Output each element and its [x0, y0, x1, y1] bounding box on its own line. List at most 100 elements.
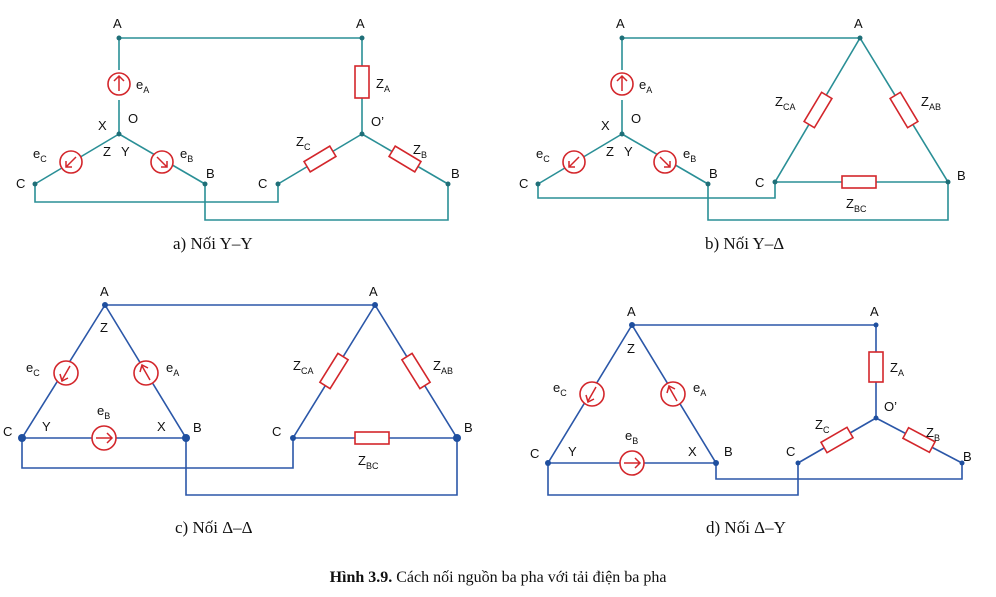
node-label: B: [963, 449, 972, 464]
impedance-zca: [803, 91, 833, 129]
caption-b: b) Nối Y–Δ: [705, 234, 784, 253]
node-label: A: [870, 304, 879, 319]
source-ea-icon: [133, 360, 159, 386]
node-label: O: [631, 111, 641, 126]
node-label: Z: [627, 341, 635, 356]
node-label: O’: [371, 114, 384, 129]
node-label: Y: [568, 444, 577, 459]
impedance-zab: [889, 91, 919, 129]
caption-c: c) Nối Δ–Δ: [175, 518, 253, 537]
source-ec-icon: [579, 381, 605, 407]
label-eb: eB: [97, 403, 110, 421]
panel-a: A A X O O’ Z Y C C B B eA eC eB ZA ZC ZB…: [16, 16, 460, 253]
node-label: B: [957, 168, 966, 183]
node-label: B: [724, 444, 733, 459]
impedance-zbc: [841, 175, 877, 189]
label-zbc: ZBC: [358, 453, 379, 471]
label-zca: ZCA: [775, 94, 795, 112]
label-eb: eB: [683, 146, 696, 164]
label-eb: eB: [180, 146, 193, 164]
impedance-zc: [302, 145, 338, 173]
source-ea-icon: [107, 72, 131, 96]
line-a-phase-a: [119, 37, 363, 66]
node-label: O: [128, 111, 138, 126]
node-label: Y: [121, 144, 130, 159]
label-zb: ZB: [413, 142, 427, 160]
source-eb-icon: [653, 150, 677, 174]
caption-a: a) Nối Y–Y: [173, 234, 253, 253]
panel-c: A A Z C Y X B C B eC eA eB ZCA ZAB ZBC c…: [3, 284, 473, 537]
node-label: B: [193, 420, 202, 435]
figure-caption: Hình 3.9. Cách nối nguồn ba pha với tải …: [330, 569, 667, 586]
source-ec-icon: [53, 360, 79, 386]
impedance-zb: [901, 426, 937, 454]
node-label: Z: [606, 144, 614, 159]
line-d-phase-a: [632, 324, 877, 352]
label-ec: eC: [553, 380, 567, 398]
label-zc: ZC: [296, 134, 311, 152]
line-a-phase-b: [204, 184, 449, 221]
line-b-phase-c: [537, 182, 776, 199]
node-label: C: [755, 175, 764, 190]
label-zbc: ZBC: [846, 196, 867, 214]
label-ea: eA: [166, 360, 179, 378]
node-label: B: [709, 166, 718, 181]
node-label: C: [3, 424, 12, 439]
node-label: C: [519, 176, 528, 191]
node-label: X: [688, 444, 697, 459]
node-label: C: [786, 444, 795, 459]
node-label: A: [854, 16, 863, 31]
impedance-zbc: [354, 431, 390, 445]
source-ec-icon: [562, 150, 586, 174]
label-zc: ZC: [815, 417, 830, 435]
source-ec-icon: [59, 150, 83, 174]
label-eb: eB: [625, 428, 638, 446]
panel-b: A A X O Z Y C C B B eA eC eB ZCA ZAB ZBC…: [519, 16, 966, 253]
source-ea-icon: [610, 72, 634, 96]
label-ea: eA: [136, 77, 149, 95]
label-zab: ZAB: [921, 94, 941, 112]
node-label: B: [451, 166, 460, 181]
node-label: B: [464, 420, 473, 435]
source-ea-icon: [660, 381, 686, 407]
node-label: C: [258, 176, 267, 191]
impedance-za: [354, 65, 370, 99]
impedance-zb: [387, 145, 423, 173]
label-zb: ZB: [926, 425, 940, 443]
node-label: Z: [103, 144, 111, 159]
line-c-phase-b: [185, 438, 458, 496]
node-label: X: [157, 419, 166, 434]
delta-load-b: [773, 36, 950, 183]
node-label: Y: [42, 419, 51, 434]
impedance-zab: [400, 352, 432, 390]
node-label: O’: [884, 399, 897, 414]
node-label: A: [627, 304, 636, 319]
node-label: Y: [624, 144, 633, 159]
line-c-phase-c: [21, 438, 294, 469]
line-b-phase-b: [707, 182, 949, 221]
line-d-phase-b: [715, 463, 963, 480]
node-label: A: [356, 16, 365, 31]
node-label: A: [113, 16, 122, 31]
node-label: Z: [100, 320, 108, 335]
impedance-zca: [318, 352, 350, 390]
label-ea: eA: [639, 77, 652, 95]
node-label: C: [16, 176, 25, 191]
source-eb-icon: [91, 425, 117, 451]
node-label: A: [100, 284, 109, 299]
node-label: X: [601, 118, 610, 133]
source-eb-icon: [150, 150, 174, 174]
node-label: C: [272, 424, 281, 439]
panel-d: A A Z C Y X B C B O’ eC eA eB ZA ZC ZB d…: [530, 304, 972, 537]
node-label: X: [98, 118, 107, 133]
label-za: ZA: [376, 76, 390, 94]
caption-d: d) Nối Δ–Y: [706, 518, 786, 537]
node-label: A: [616, 16, 625, 31]
node-label: C: [530, 446, 539, 461]
node-label: B: [206, 166, 215, 181]
label-ec: eC: [536, 146, 550, 164]
label-ec: eC: [33, 146, 47, 164]
line-a-phase-c: [34, 184, 279, 203]
impedance-zc: [819, 426, 855, 454]
node-label: A: [369, 284, 378, 299]
